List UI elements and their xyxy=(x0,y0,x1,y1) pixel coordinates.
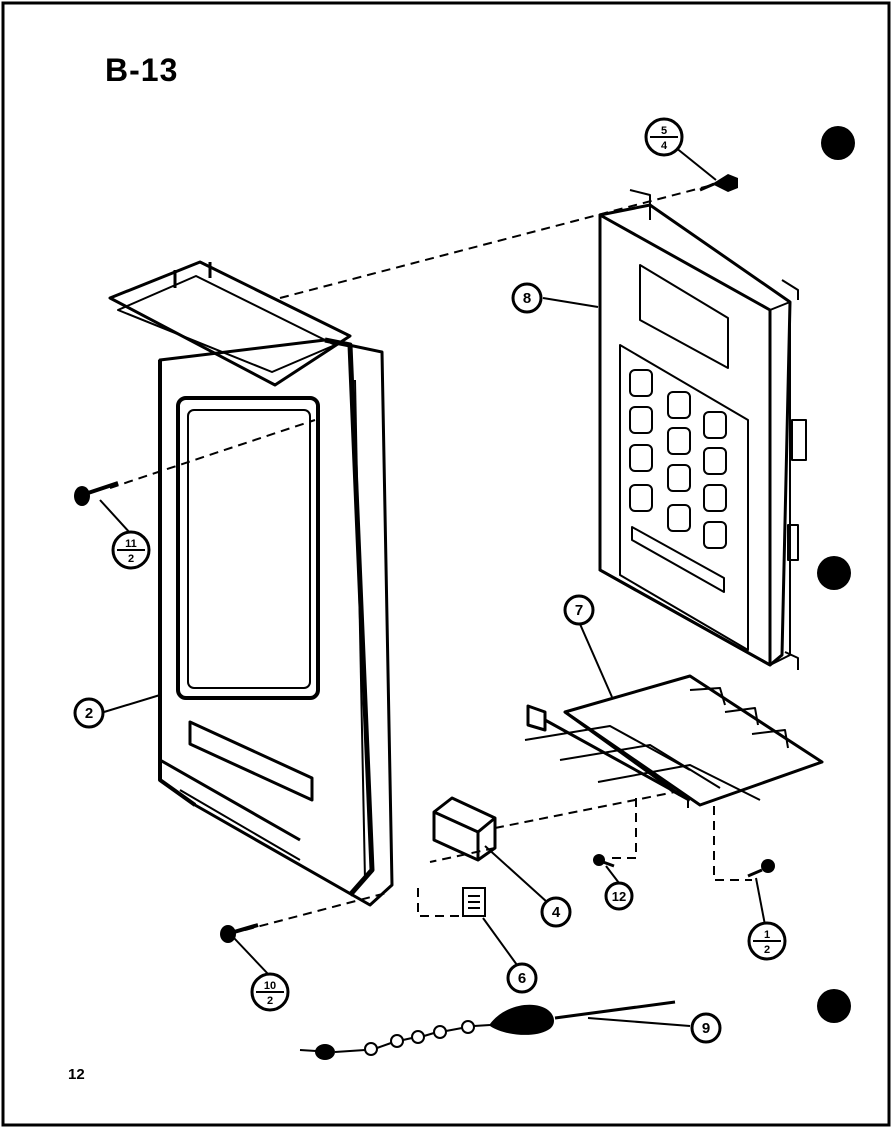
callout-circle xyxy=(563,594,595,626)
registration-dot xyxy=(817,556,851,590)
tool-and-chain xyxy=(299,1000,676,1060)
screw xyxy=(220,923,259,943)
callout-5-4: 54 xyxy=(644,117,684,157)
callout-number: 8 xyxy=(523,290,531,307)
callout-7: 7 xyxy=(563,594,595,626)
callout-part-number: 1 xyxy=(764,929,770,941)
callout-circle xyxy=(73,697,105,729)
callout-10-2: 102 xyxy=(250,972,290,1012)
callout-11-2: 112 xyxy=(111,530,151,570)
switch-bracket xyxy=(524,674,824,808)
callout-2: 2 xyxy=(73,697,105,729)
callout-number: 12 xyxy=(612,889,626,904)
callout-circle xyxy=(511,282,543,314)
callout-quantity: 2 xyxy=(267,995,273,1007)
registration-dot xyxy=(821,126,855,160)
callout-quantity: 4 xyxy=(661,140,668,152)
label-plate xyxy=(462,887,486,917)
screws xyxy=(74,174,775,943)
callout-part-number: 11 xyxy=(125,538,137,550)
callout-9: 9 xyxy=(690,1012,722,1044)
callout-quantity: 2 xyxy=(128,553,134,565)
page-number: 12 xyxy=(68,1066,85,1083)
callout-circle xyxy=(506,962,538,994)
callout-circle xyxy=(604,881,634,911)
page-title: B-13 xyxy=(105,52,179,88)
leader-lines xyxy=(99,146,766,1027)
screw xyxy=(747,859,775,878)
callout-quantity: 2 xyxy=(764,944,770,956)
screw xyxy=(699,174,738,192)
interlock-switch xyxy=(432,796,497,862)
callout-number: 6 xyxy=(518,970,526,987)
callout-part-number: 5 xyxy=(661,125,667,137)
callout-1-2: 12 xyxy=(747,921,787,961)
screw xyxy=(593,854,615,868)
assembly-lines xyxy=(109,182,752,931)
callout-part-number: 10 xyxy=(264,980,276,992)
door-assembly xyxy=(108,260,394,907)
callout-circle xyxy=(690,1012,722,1044)
callout-circle xyxy=(540,896,572,928)
callout-12: 12 xyxy=(604,881,634,911)
callout-number: 4 xyxy=(552,904,561,921)
callout-6: 6 xyxy=(506,962,538,994)
registration-dot xyxy=(817,989,851,1023)
callout-8: 8 xyxy=(511,282,543,314)
control-panel xyxy=(598,189,807,670)
callout-number: 2 xyxy=(85,705,93,722)
callout-4: 4 xyxy=(540,896,572,928)
callout-number: 7 xyxy=(575,602,583,619)
callout-number: 9 xyxy=(702,1020,710,1037)
screw xyxy=(74,481,119,506)
